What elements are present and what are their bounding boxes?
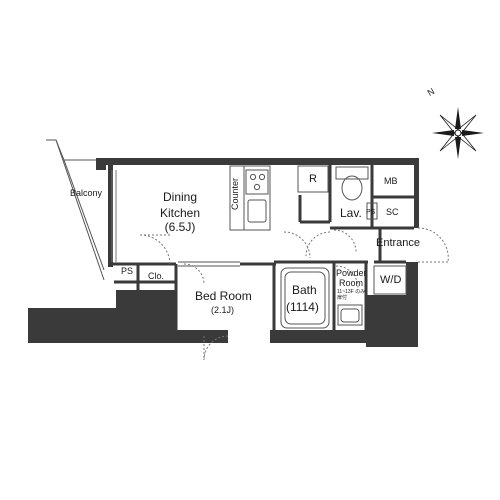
- compass-rose-icon: [432, 107, 484, 159]
- door-swings: [139, 227, 449, 361]
- refrigerator-label: R: [309, 173, 317, 185]
- closet-label: Clo.: [148, 271, 165, 281]
- bathtub: [280, 267, 330, 329]
- bath-label: Bath: [292, 283, 317, 297]
- bed-room-size: (2.1J): [211, 305, 235, 315]
- interior-walls: [108, 165, 414, 332]
- window: [111, 170, 117, 262]
- mb-label: MB: [384, 176, 398, 186]
- sliding-door: [178, 261, 240, 267]
- balcony-outline: [46, 139, 105, 281]
- entrance-label: Entrance: [376, 237, 421, 249]
- wall-masses: [28, 158, 419, 347]
- lav-label: Lav.: [340, 206, 362, 220]
- ps-upper-label: PS: [366, 209, 376, 216]
- counter-label: Counter: [230, 178, 240, 211]
- kitchen-counter: [229, 165, 329, 231]
- dining-kitchen-label: Dining Kitchen: [159, 190, 201, 220]
- ps-lower-label: PS: [121, 266, 134, 276]
- floor-note: 11~13F のみ 扉付: [337, 289, 366, 301]
- dining-kitchen-size: (6.5J): [164, 220, 196, 234]
- sc-label: SC: [386, 207, 399, 217]
- washer-pan: [373, 265, 407, 295]
- balcony-label: Balcony: [70, 188, 103, 198]
- powder-room-label: Powder Room: [336, 268, 367, 288]
- bed-room-label: Bed Room: [195, 289, 252, 303]
- bath-size: (1114): [286, 300, 319, 314]
- powder-sink: [337, 304, 363, 326]
- lavatory-fixtures: [335, 166, 378, 220]
- wd-label: W/D: [380, 274, 402, 286]
